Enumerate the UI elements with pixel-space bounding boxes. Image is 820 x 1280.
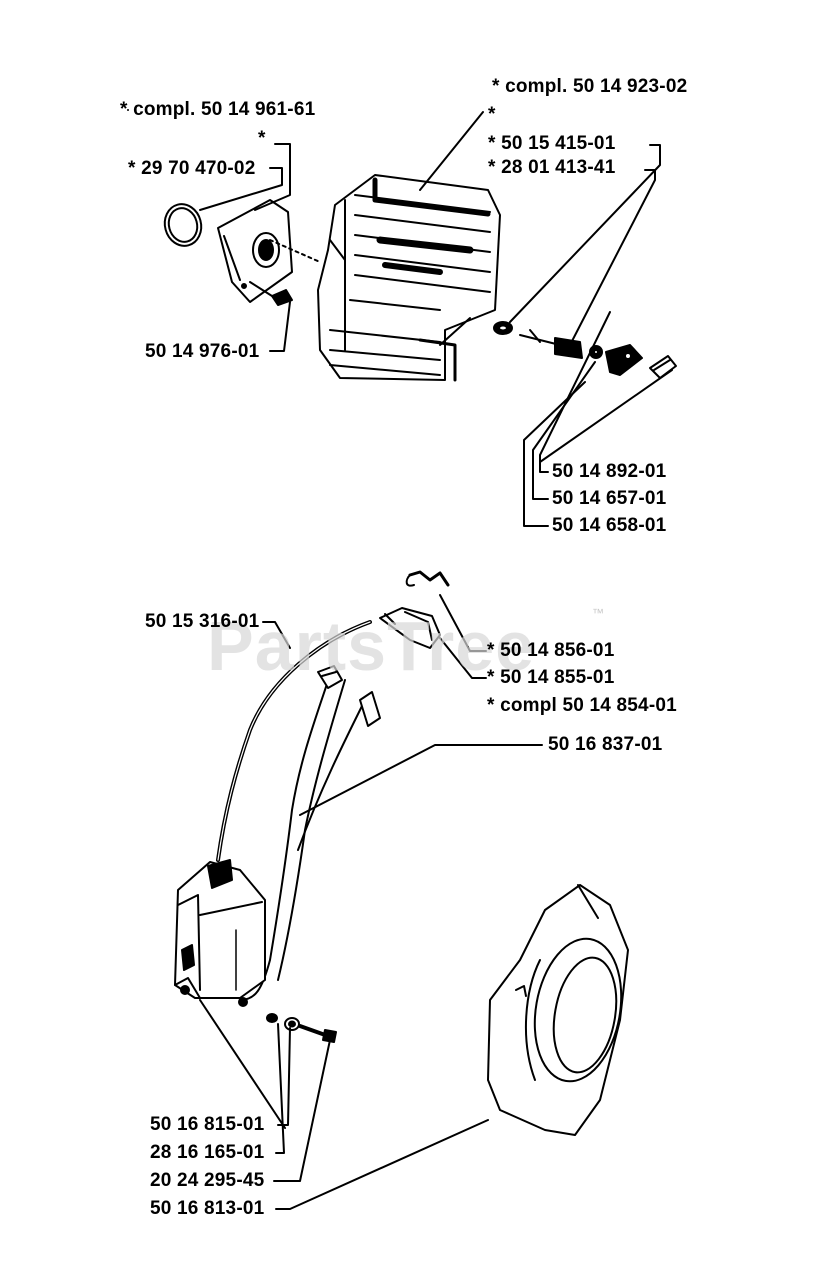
label-50-15-316-01: 50 15 316-01 — [145, 611, 260, 632]
label-50-14-658-01: 50 14 658-01 — [552, 515, 667, 536]
cap-spring — [405, 570, 450, 587]
cylinder-body — [317, 174, 501, 382]
label-compl-50-14-961-61: * compl. 50 14 961-61 — [120, 99, 316, 120]
label-50-16-837-01: 50 16 837-01 — [548, 734, 663, 755]
label-50-14-855-01: * 50 14 855-01 — [487, 667, 615, 688]
label-star-b: * — [488, 104, 496, 125]
label-20-24-295-45: 20 24 295-45 — [150, 1170, 265, 1191]
label-star-a: * — [258, 128, 266, 149]
cover-plate — [487, 884, 629, 1136]
label-50-14-856-01: * 50 14 856-01 — [487, 640, 615, 661]
ignition-module — [174, 859, 266, 999]
label-50-16-813-01: 50 16 813-01 — [150, 1198, 265, 1219]
label-compl-50-14-854-01: * compl 50 14 854-01 — [487, 695, 677, 716]
valve-lever — [605, 344, 643, 376]
plug-cap — [379, 607, 441, 649]
head-cover — [217, 199, 293, 303]
watermark: PartsTree — [207, 607, 536, 685]
ht-lead — [216, 620, 372, 862]
label-28-16-165-01: 28 16 165-01 — [150, 1142, 265, 1163]
label-50-14-892-01: 50 14 892-01 — [552, 461, 667, 482]
label-compl-50-14-923-02: * compl. 50 14 923-02 — [492, 76, 688, 97]
head-screw — [249, 281, 293, 306]
valve-pin — [649, 355, 677, 379]
gasket-ring — [163, 203, 203, 247]
watermark-tm: ™ — [592, 606, 604, 620]
label-29-70-470-02: * 29 70 470-02 — [128, 158, 256, 179]
washer — [493, 321, 513, 335]
label-50-14-976-01: 50 14 976-01 — [145, 341, 260, 362]
label-50-15-415-01: * 50 15 415-01 — [488, 133, 616, 154]
fasteners — [238, 997, 337, 1043]
label-50-14-657-01: 50 14 657-01 — [552, 488, 667, 509]
label-28-01-413-41: * 28 01 413-41 — [488, 157, 616, 178]
label-50-16-815-01: 50 16 815-01 — [150, 1114, 265, 1135]
decompression-valve — [519, 329, 583, 359]
